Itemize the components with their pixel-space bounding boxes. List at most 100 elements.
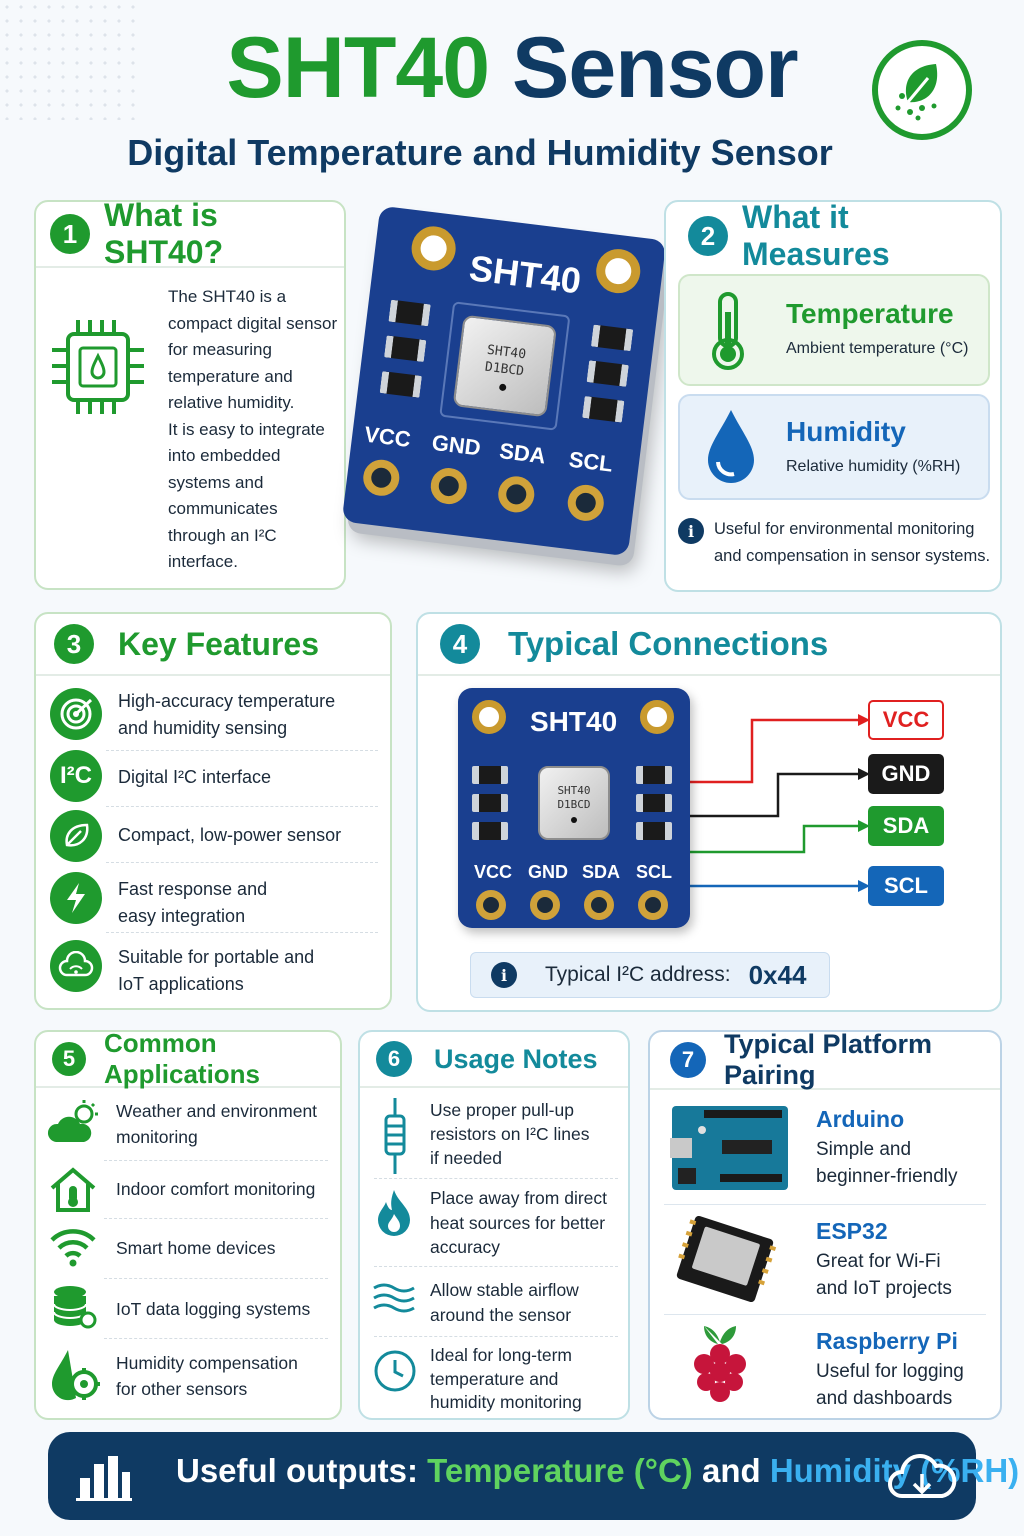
flame-icon (374, 1188, 414, 1243)
feature-line: Digital I²C interface (118, 767, 272, 787)
cloud-wifi-icon (50, 940, 102, 992)
feature-line: Fast response and (118, 879, 268, 899)
section-key-features: 3 Key Features High-accuracy temperature… (34, 612, 392, 1010)
board-label: SHT40 (467, 247, 584, 302)
note-item: Ideal for long-term temperature and humi… (430, 1344, 582, 1415)
chip-marking: D1BCD (557, 798, 591, 811)
pin-label-scl: SCL (636, 862, 672, 882)
section-what-is: 1 What is SHT40? The SHT40 is a compact … (34, 200, 346, 590)
application-line: monitoring (116, 1127, 198, 1147)
note-line: temperature and (430, 1368, 559, 1389)
section-number: 6 (376, 1041, 412, 1077)
divider (664, 1314, 986, 1315)
outputs-and: and (701, 1452, 761, 1489)
description-line: for measuring (168, 340, 272, 359)
board-label: SHT40 (530, 706, 618, 737)
note-line: humidity monitoring (430, 1392, 582, 1412)
clock-icon (372, 1348, 418, 1399)
note-line: and compensation in sensor systems. (714, 547, 991, 565)
platform-name: ESP32 (816, 1218, 888, 1244)
mount-hole (409, 223, 459, 273)
feature-item: Digital I²C interface (118, 764, 271, 791)
pin-pad (530, 890, 560, 920)
info-icon: i (491, 962, 517, 988)
feature-item: Fast response and easy integration (118, 876, 267, 930)
application-item: Smart home devices (116, 1235, 276, 1262)
note-line: accuracy (430, 1237, 501, 1257)
feature-line: easy integration (118, 906, 246, 926)
section-number: 4 (440, 624, 480, 664)
description-line: temperature and (168, 366, 293, 386)
temperature-box: Temperature Ambient temperature (°C) (678, 274, 990, 386)
section-number: 7 (670, 1042, 706, 1078)
smd-component (590, 324, 634, 352)
platform-name: Arduino (816, 1106, 905, 1132)
pin-pad (361, 457, 402, 498)
section-header: 1 What is SHT40? (36, 200, 344, 270)
application-line: Indoor comfort monitoring (116, 1179, 316, 1199)
sensor-chip: SHT40 D1BCD (452, 314, 558, 418)
humidity-box: Humidity Relative humidity (%RH) (678, 394, 990, 500)
section-common-applications: 5 Common Applications Weather and enviro… (34, 1030, 342, 1420)
section-title: Typical Connections (508, 625, 829, 662)
cloud-icon (886, 1446, 958, 1511)
platform-desc-line: and IoT projects (816, 1278, 952, 1299)
mount-hole (593, 246, 643, 296)
note-line: Use proper pull-up (430, 1100, 574, 1120)
address-label: Typical I²C address: (545, 963, 731, 986)
humidity-desc: Relative humidity (%RH) (786, 458, 961, 475)
outputs-banner: Useful outputs: Temperature (°C) and Hum… (48, 1432, 1019, 1520)
platform-desc-line: Useful for logging (816, 1361, 964, 1382)
note-item: Use proper pull-up resistors on I²C line… (430, 1098, 590, 1170)
application-line: for other sensors (116, 1379, 248, 1399)
pin-pad (476, 890, 506, 920)
note-line: if needed (430, 1148, 503, 1168)
smd-component (636, 766, 672, 784)
section-title: Key Features (118, 625, 319, 662)
tag-vcc: VCC (868, 700, 944, 740)
section-number: 3 (54, 624, 94, 664)
outputs-humidity: Humidity (%RH) (769, 1452, 1020, 1489)
smd-component (384, 335, 427, 363)
divider (104, 1338, 328, 1339)
pin-label-vcc: VCC (474, 862, 513, 882)
tag-scl: SCL (868, 866, 944, 906)
outputs-lead: Useful outputs: (176, 1452, 418, 1489)
description-text: The SHT40 is a compact digital sensor fo… (168, 284, 344, 576)
section-platform-pairing: 7 Typical Platform Pairing Arduino Simpl… (648, 1030, 1002, 1420)
leaf-icon (50, 810, 102, 862)
platform-desc: Useful for logging and dashboards (816, 1358, 964, 1412)
pin-pad (584, 890, 614, 920)
application-line: Humidity compensation (116, 1353, 298, 1373)
page-title: SHT40 Sensor (0, 18, 1024, 118)
arduino-board-icon (670, 1102, 790, 1199)
description-line: compact digital sensor (168, 313, 338, 333)
feature-line: Compact, low-power sensor (118, 825, 342, 845)
description-line: through an I²C (168, 525, 277, 545)
pin-label-vcc: VCC (362, 421, 413, 452)
smd-component (586, 360, 629, 387)
description-line: relative humidity. (168, 393, 295, 412)
feature-item: Suitable for portable and IoT applicatio… (118, 944, 314, 998)
platform-desc-line: and dashboards (816, 1388, 953, 1409)
address-value: 0x44 (748, 959, 807, 990)
smd-component (379, 371, 423, 398)
wifi-icon (48, 1224, 98, 1273)
application-item: Weather and environment monitoring (116, 1098, 317, 1150)
resistor-icon (380, 1098, 410, 1179)
application-item: Humidity compensation for other sensors (116, 1350, 298, 1402)
connection-wires (686, 714, 870, 892)
application-line: Smart home devices (116, 1238, 276, 1258)
divider (106, 932, 378, 933)
section-number: 2 (688, 216, 728, 256)
pin-pad (428, 465, 469, 507)
connection-board-image: SHT40 SHT40 D1BCD VCC GND SDA SCL (458, 688, 690, 928)
pin-pad (638, 890, 668, 920)
measure-note: Useful for environmental monitoring and … (714, 516, 990, 570)
description-line: It is easy to integrate (168, 419, 325, 439)
bar-chart-icon (76, 1452, 132, 1507)
pin-pad (496, 474, 537, 515)
section-title: What is SHT40? (104, 200, 224, 270)
note-line: resistors on I²C lines (430, 1124, 590, 1144)
platform-desc-line: beginner-friendly (816, 1166, 958, 1187)
